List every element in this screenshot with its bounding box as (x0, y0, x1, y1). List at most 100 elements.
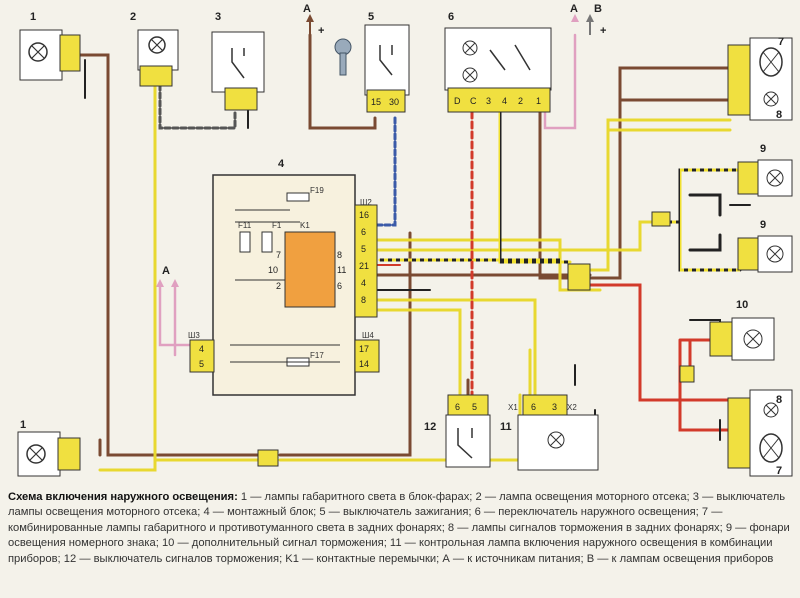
label-B: В (594, 3, 602, 15)
ignition-key-icon (334, 38, 352, 76)
pin-6-1: 1 (536, 96, 541, 106)
label-F19: F19 (310, 186, 324, 195)
high-mount-brake-lamp: 10 (709, 299, 775, 361)
license-plate-lamp-top: 9 (737, 143, 793, 197)
label-11: 11 (500, 421, 512, 433)
pin-sh2-21: 21 (359, 261, 369, 271)
wire-yellow-bottom (353, 298, 537, 397)
pin-ign-30: 30 (389, 97, 399, 107)
pin-6-4: 4 (502, 96, 507, 106)
label-A-left: А (162, 265, 170, 277)
label-3: 3 (215, 11, 221, 23)
pin-sh2-5: 5 (361, 244, 366, 254)
label-7-top: 7 (778, 36, 784, 48)
pin-11-3: 3 (552, 402, 557, 412)
caption-title: Схема включения наружного освещения: (8, 491, 238, 503)
label-12: 12 (424, 421, 436, 433)
pin-sh3-4: 4 (199, 344, 204, 354)
pin-ign-15: 15 (371, 97, 381, 107)
ignition-switch: 15 30 5 (334, 11, 410, 113)
pin-k1-6: 6 (337, 281, 342, 291)
label-plus-top: + (318, 25, 324, 37)
pin-12-5: 5 (472, 402, 477, 412)
wire-yellow-black-9 (658, 168, 742, 272)
pin-6-3: 3 (486, 96, 491, 106)
pin-6-C: C (470, 96, 477, 106)
pin-k1-11: 11 (337, 265, 346, 275)
label-F17: F17 (310, 351, 324, 360)
source-AB-top: А В + (570, 3, 606, 37)
exterior-light-switch: D C 3 4 2 1 6 (444, 11, 552, 113)
label-plus-right: + (600, 25, 606, 37)
wire-brown-ign (308, 33, 377, 130)
pin-11-6: 6 (531, 402, 536, 412)
pin-12-6: 6 (455, 402, 460, 412)
wire-brown-right (538, 66, 732, 280)
label-9-bottom: 9 (760, 219, 766, 231)
source-A-top: А + (303, 3, 324, 37)
label-8-bottom: 8 (776, 394, 782, 406)
sh2-pins: 16 6 5 21 4 8 (359, 210, 369, 305)
wiring-diagram: 1 2 3 15 30 5 А + (17, 3, 793, 477)
pin-k1-2: 2 (276, 281, 281, 291)
pin-sh2-4: 4 (361, 278, 366, 288)
license-plate-lamp-bottom: 9 (737, 219, 793, 273)
label-9-top: 9 (760, 143, 766, 155)
label-A-top: А (303, 3, 311, 15)
label-X1: X1 (508, 403, 518, 412)
label-10: 10 (736, 299, 748, 311)
engine-compartment-lamp: 2 (130, 11, 179, 87)
k1-pins-right: 8 11 6 (337, 250, 346, 291)
pin-sh4-17: 17 (359, 344, 369, 354)
figure-caption: Схема включения наружного освещения: 1 —… (8, 490, 792, 567)
pin-6-D: D (454, 96, 461, 106)
k1-pins-left: 7 10 2 (268, 250, 281, 291)
rear-lamp-bottom: 8 7 (727, 389, 793, 477)
pin-k1-8: 8 (337, 250, 342, 260)
wires (76, 33, 751, 472)
headlamp-position-lamp-top: 1 (19, 11, 81, 81)
pin-sh4-14: 14 (359, 359, 369, 369)
label-sh2: Ш2 (360, 198, 372, 207)
label-1-bottom: 1 (20, 419, 26, 431)
label-K1: K1 (300, 221, 310, 230)
exterior-light-indicator: 6 3 X1 X2 11 (500, 394, 599, 471)
pin-k1-7: 7 (276, 250, 281, 260)
wire-red-main (568, 283, 732, 432)
wire-grey-dashed (158, 83, 237, 130)
brake-light-switch: 6 5 12 (424, 394, 491, 468)
pin-6-2: 2 (518, 96, 523, 106)
label-F11: F11 (238, 221, 252, 230)
label-1-top: 1 (30, 11, 36, 23)
source-A-left: А (156, 265, 179, 287)
label-8-top: 8 (776, 109, 782, 121)
label-2: 2 (130, 11, 136, 23)
pin-sh2-6: 6 (361, 227, 366, 237)
rear-lamp-top: 7 8 (727, 36, 793, 121)
wire-black-9 (688, 193, 722, 252)
label-F1: F1 (272, 221, 282, 230)
headlamp-position-lamp-bottom: 1 (17, 419, 81, 477)
pin-sh2-16: 16 (359, 210, 369, 220)
wire-yellow-sh2 (353, 220, 662, 292)
caption-text: 1 — лампы габаритного света в блок-фарах… (8, 491, 790, 565)
label-4: 4 (278, 158, 285, 170)
engine-compartment-switch: 3 (211, 11, 265, 111)
label-A-right: А (570, 3, 578, 15)
pin-sh2-8: 8 (361, 295, 366, 305)
label-sh3: Ш3 (188, 331, 200, 340)
wire-yellow-black-main (498, 110, 572, 264)
label-7-bottom: 7 (776, 465, 782, 477)
label-X2: X2 (567, 403, 577, 412)
pin-sh3-5: 5 (199, 359, 204, 369)
pin-k1-10: 10 (268, 265, 278, 275)
wire-brown-left (76, 53, 412, 457)
switch-6-pins: D C 3 4 2 1 (454, 96, 541, 106)
wire-pink-sh3 (158, 283, 192, 357)
label-6: 6 (448, 11, 454, 23)
label-5: 5 (368, 11, 374, 23)
wire-pink-A (543, 33, 577, 130)
inline-connectors (257, 211, 695, 467)
label-sh4: Ш4 (362, 331, 374, 340)
